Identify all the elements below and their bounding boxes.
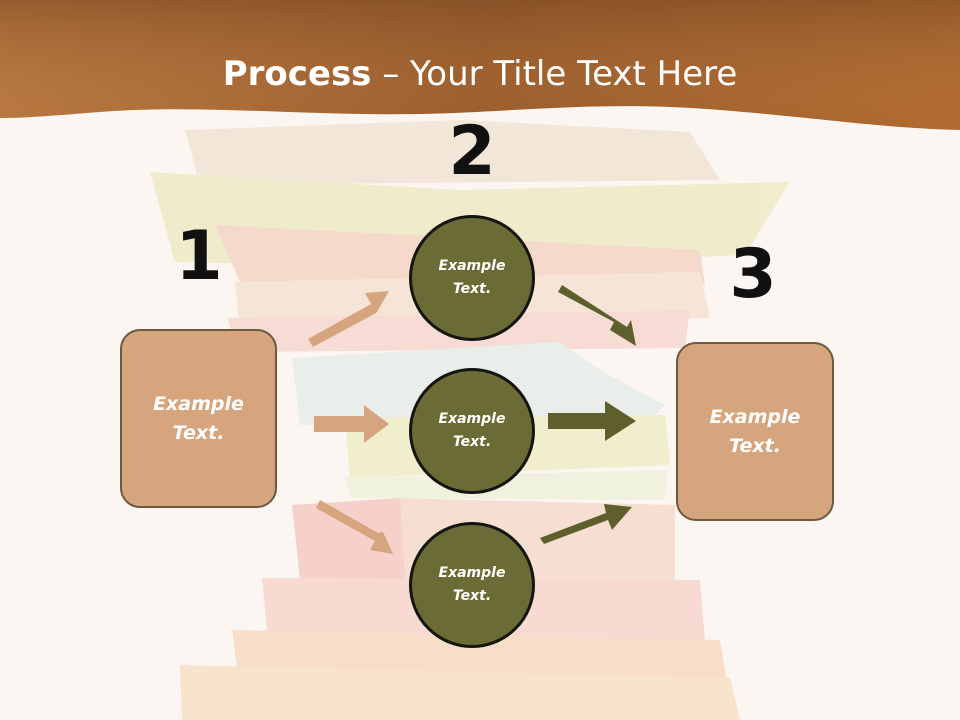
step-number-3: 3	[729, 235, 777, 314]
step-number-1: 1	[175, 217, 223, 296]
arrow-left-to-top	[308, 291, 389, 347]
arrow-left-to-middle	[314, 405, 389, 443]
arrow-bottom-to-right	[540, 504, 632, 544]
arrow-middle-to-right	[548, 401, 636, 441]
step-number-2: 2	[448, 112, 496, 191]
arrow-left-to-bottom	[316, 500, 393, 554]
circle-middle: Example Text.	[409, 368, 535, 494]
circle-middle-text: Example Text.	[438, 411, 506, 450]
slide-title: Process – Your Title Text Here	[0, 52, 960, 96]
left-text-box: Example Text.	[120, 329, 277, 508]
right-text-box: Example Text.	[676, 342, 834, 521]
right-box-text: Example Text.	[709, 405, 801, 457]
title-rest: – Your Title Text Here	[371, 54, 738, 94]
circle-top-text: Example Text.	[438, 258, 506, 297]
circle-top: Example Text.	[409, 215, 535, 341]
circle-bottom-text: Example Text.	[438, 565, 506, 604]
title-bold-word: Process	[222, 54, 372, 94]
circle-bottom: Example Text.	[409, 522, 535, 648]
arrow-top-to-right	[558, 285, 636, 346]
left-box-text: Example Text.	[153, 392, 244, 444]
